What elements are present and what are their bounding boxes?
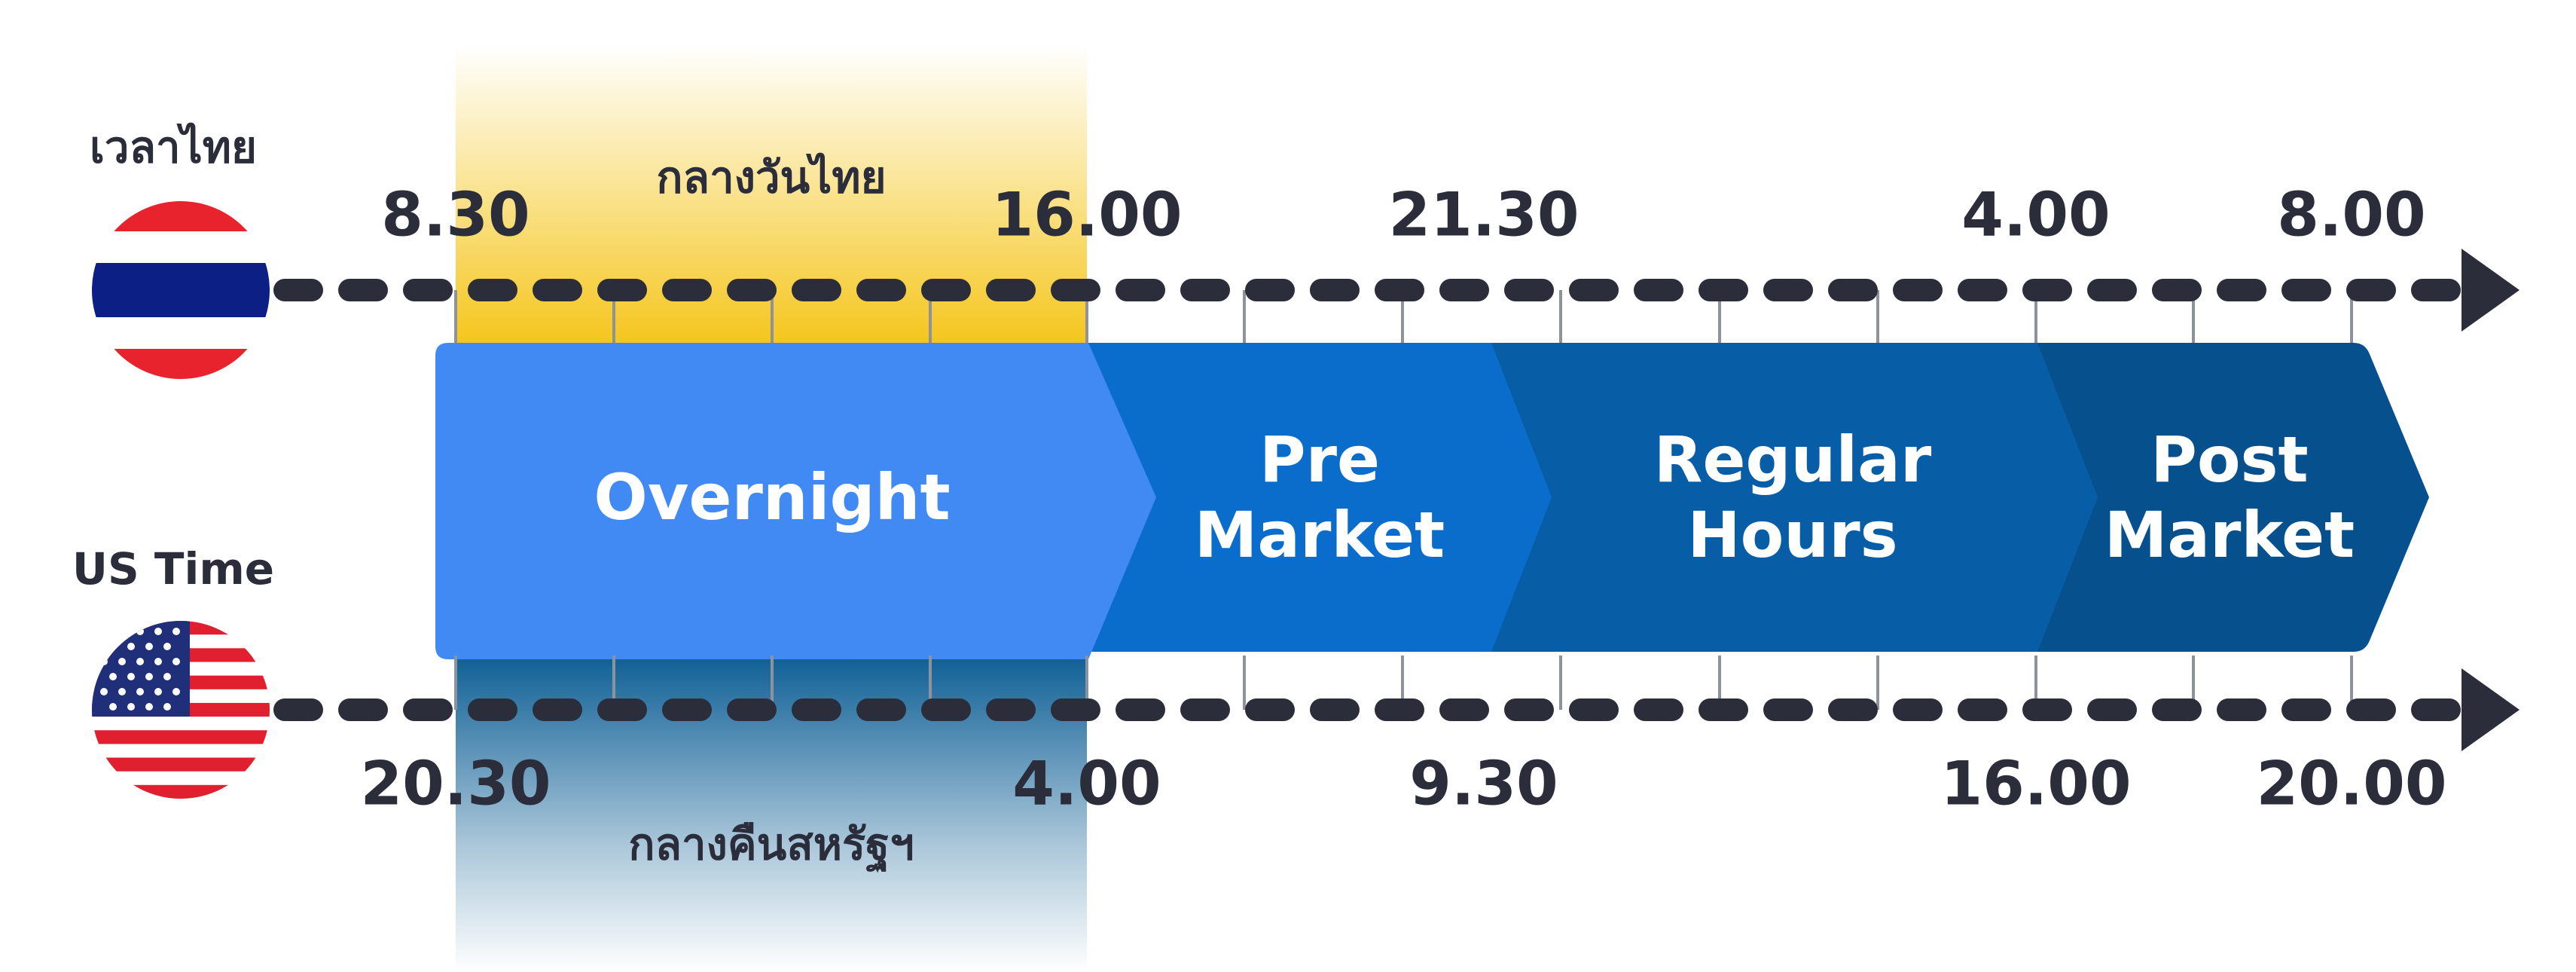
thailand-flag-icon	[92, 201, 270, 379]
phase-shape-regular-hours	[1476, 343, 2098, 652]
arrow-right-icon	[2462, 249, 2520, 332]
phase-shape-overnight	[435, 343, 1156, 659]
phase-shape-post-market	[2034, 343, 2429, 652]
phase-shape-pre-market	[1085, 343, 1552, 652]
arrow-right-icon	[2462, 668, 2520, 751]
usa-flag-icon	[92, 621, 270, 799]
